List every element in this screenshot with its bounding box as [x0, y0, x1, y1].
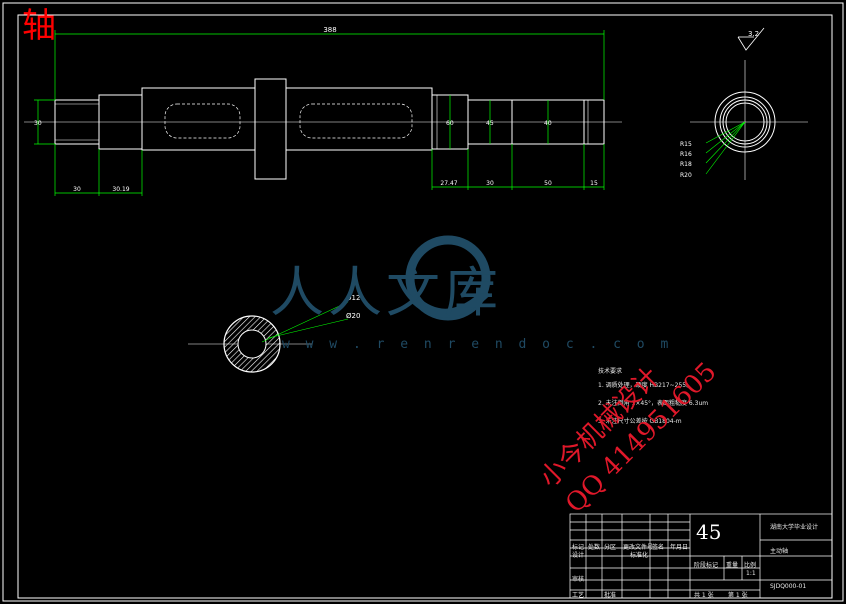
school-name: 湖南大学毕业设计: [770, 524, 819, 531]
drawing-title: 轴: [22, 6, 56, 46]
row-label-date: 年月日: [670, 544, 689, 551]
bottom-right-dimensions: [431, 144, 605, 190]
lower-leaders: [261, 301, 349, 343]
label-stage: 阶段标记: [694, 562, 719, 569]
sheet-index: 第 1 张: [728, 592, 748, 599]
dim-left-diameter-label: 30: [34, 120, 42, 127]
row-label-sign: 签名: [652, 544, 665, 551]
row-label-change: 更改文件号: [623, 544, 654, 551]
scale-value: 1:1: [746, 570, 756, 577]
dim-d-40: 40: [544, 120, 552, 127]
lower-section-inner: [237, 329, 267, 359]
overall-dimension: [54, 30, 605, 100]
label-weight: 重量: [726, 562, 739, 569]
section-label-r15: R15: [680, 141, 692, 148]
left-diameter-dimension: [34, 99, 55, 145]
dim-d-45: 45: [486, 120, 494, 127]
keyway-left: [164, 103, 241, 139]
row-label-count: 处数: [588, 544, 601, 551]
section-circles: [714, 91, 776, 153]
section-leaders: [705, 121, 746, 175]
dim-overall-label: 388: [323, 26, 336, 34]
dim-len-50: 50: [544, 180, 552, 187]
dim-len-27-47: 27.47: [440, 180, 457, 187]
watermark-logo-icon: [405, 235, 491, 321]
sheet-total: 共 1 张: [694, 592, 714, 599]
title-block-grid: [569, 513, 833, 599]
roughness-symbol-icon: [737, 27, 765, 51]
part-name: 主动轴: [770, 548, 789, 555]
keyway-right: [299, 103, 413, 139]
row-label-zone: 分区: [604, 544, 617, 551]
lower-label-d20: Ø20: [346, 312, 360, 320]
note-item-2: 2. 未注倒角 1×45°，表面粗糙度 6.3um: [598, 400, 709, 407]
label-review: 审核: [572, 576, 585, 583]
shaft-outline: [54, 78, 605, 180]
note-item-3: 3. 未注尺寸公差按 GB1804-m: [598, 418, 682, 425]
roughness-value: 3.2: [748, 30, 759, 38]
label-approve: 批准: [604, 592, 617, 599]
bottom-left-dimensions: [54, 144, 143, 196]
label-scale: 比例: [744, 562, 757, 569]
dim-len-30-a: 30: [73, 186, 81, 193]
section-label-r20: R20: [680, 172, 692, 179]
dim-len-15: 15: [590, 180, 598, 187]
note-item-1: 1. 调质处理，硬度 HB217~255。: [598, 382, 693, 389]
section-label-r18: R18: [680, 161, 692, 168]
section-label-r16: R16: [680, 151, 692, 158]
label-design: 设计: [572, 552, 585, 559]
right-diameter-dimensions: [449, 95, 549, 149]
watermark-url: w w w . r e n r e n d o c . c o m: [282, 337, 673, 352]
lower-label-d12: Ø12: [346, 294, 360, 302]
dim-len-30-19: 30.19: [112, 186, 129, 193]
label-standardize: 标准化: [630, 552, 649, 559]
material-label: 45: [696, 520, 722, 544]
inner-frame: [17, 14, 833, 599]
row-label-mark: 标记: [572, 544, 585, 551]
drawing-number: SJDQ000-01: [770, 583, 807, 590]
label-process: 工艺: [572, 592, 585, 599]
watermark-chinese: 人人文库: [270, 261, 502, 324]
notes-heading: 技术要求: [598, 368, 623, 375]
dim-len-30-b: 30: [486, 180, 494, 187]
dim-d-60: 60: [446, 120, 454, 127]
